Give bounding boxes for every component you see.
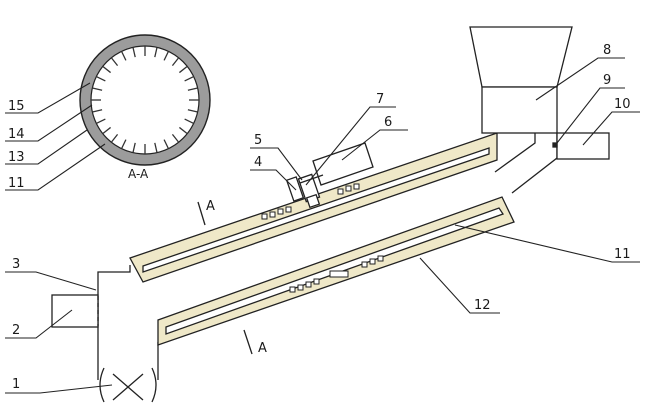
label-4: 4 bbox=[254, 155, 262, 170]
fin bbox=[187, 87, 198, 91]
label-5: 5 bbox=[254, 133, 262, 148]
fin bbox=[154, 47, 158, 58]
cut-marker-upper: A bbox=[206, 199, 215, 214]
label-9: 9 bbox=[603, 73, 611, 88]
label-8: 8 bbox=[603, 43, 611, 58]
fin bbox=[92, 87, 103, 91]
feed-hopper bbox=[469, 26, 573, 88]
radial-fins bbox=[91, 46, 199, 154]
section-leaders bbox=[5, 82, 106, 191]
fin bbox=[178, 65, 188, 74]
fin bbox=[120, 51, 127, 61]
section-title: A-A bbox=[128, 167, 149, 181]
upper-slots bbox=[261, 183, 360, 220]
fin bbox=[154, 142, 158, 153]
fin bbox=[120, 139, 127, 149]
fin bbox=[163, 139, 170, 149]
fin bbox=[102, 65, 112, 74]
fin bbox=[96, 75, 106, 82]
outer-shell-riser-inner bbox=[494, 133, 536, 173]
label-6: 6 bbox=[384, 115, 392, 130]
label-1: 1 bbox=[12, 377, 20, 392]
fan-icon bbox=[99, 367, 157, 403]
fin bbox=[171, 133, 180, 143]
fin bbox=[110, 57, 119, 67]
fin bbox=[96, 118, 106, 125]
outer-shell-upper bbox=[97, 265, 131, 380]
inlet-pipe bbox=[51, 294, 99, 328]
lower-slots bbox=[289, 255, 384, 293]
fin bbox=[163, 51, 170, 61]
fin bbox=[132, 142, 136, 153]
sensor-9 bbox=[552, 142, 558, 148]
fin bbox=[171, 57, 180, 67]
fin bbox=[187, 109, 198, 113]
main-apparatus bbox=[51, 26, 610, 403]
fin bbox=[110, 133, 119, 143]
fin bbox=[92, 109, 103, 113]
cross-section-a-a: A-A bbox=[79, 34, 211, 181]
fin bbox=[132, 47, 136, 58]
upper-inner-bore bbox=[142, 147, 490, 273]
fin bbox=[184, 75, 194, 82]
label-12: 12 bbox=[474, 298, 491, 313]
fin bbox=[102, 126, 112, 135]
label-15: 15 bbox=[8, 99, 25, 114]
label-11-left: 11 bbox=[8, 176, 25, 191]
label-13: 13 bbox=[8, 150, 25, 165]
label-7: 7 bbox=[376, 92, 384, 107]
inner-bore bbox=[90, 45, 200, 155]
label-14: 14 bbox=[8, 127, 25, 142]
label-11-right: 11 bbox=[614, 247, 631, 262]
label-3: 3 bbox=[12, 257, 20, 272]
label-10: 10 bbox=[614, 97, 631, 112]
cut-marker-lower: A bbox=[258, 341, 267, 356]
label-2: 2 bbox=[12, 323, 20, 338]
part-leaders bbox=[5, 57, 640, 394]
fin bbox=[178, 126, 188, 135]
outlet-pipe bbox=[556, 132, 610, 160]
cut-markers bbox=[197, 201, 253, 355]
fin bbox=[184, 118, 194, 125]
